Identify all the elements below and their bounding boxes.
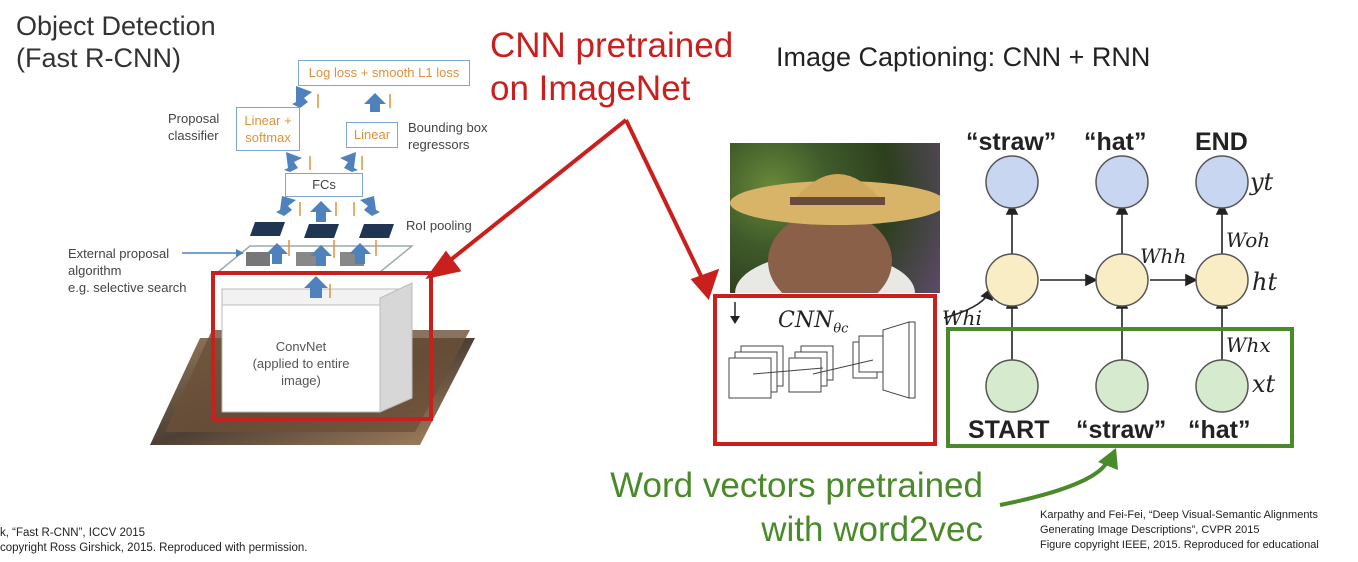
bounding-box-regressors-label: Bounding box regressors — [408, 119, 488, 153]
whx-label: Whx — [1226, 333, 1271, 357]
bbox-line2: regressors — [408, 137, 470, 152]
captioning-input-photo — [730, 143, 940, 293]
loss-label: Log loss + smooth L1 loss — [308, 65, 460, 80]
red-arrow-left — [446, 118, 628, 264]
loss-box: Log loss + smooth L1 loss — [298, 60, 470, 86]
downward-arrows — [288, 94, 391, 298]
right-footnote: Karpathy and Fei-Fei, “Deep Visual-Seman… — [1040, 508, 1319, 553]
woh-label: Woh — [1226, 228, 1271, 252]
convnet-line3: image) — [281, 373, 321, 388]
left-footnote: k, “Fast R-CNN”, ICCV 2015 copyright Ros… — [0, 526, 307, 556]
input-word-3: “hat” — [1188, 416, 1251, 444]
output-node-2 — [1095, 155, 1149, 209]
input-word-2: “straw” — [1076, 416, 1167, 444]
red-arrow-right-head — [690, 268, 720, 300]
proposal-region-1 — [246, 252, 270, 266]
linear-softmax-line1: Linear + — [244, 113, 292, 128]
right-footnote-line1: Karpathy and Fei-Fei, “Deep Visual-Seman… — [1040, 509, 1318, 521]
cnn-pretrained-caption: CNN pretrained on ImageNet — [490, 24, 733, 110]
whi-label: Whi — [942, 306, 982, 330]
right-footnote-line3: Figure copyright IEEE, 2015. Reproduced … — [1040, 539, 1319, 551]
red-line2: on ImageNet — [490, 69, 691, 108]
input-node-2 — [1095, 359, 1149, 413]
input-node-3 — [1195, 359, 1249, 413]
output-node-3 — [1195, 155, 1249, 209]
hidden-node-3 — [1195, 253, 1249, 307]
xt-label: xt — [1252, 370, 1276, 398]
roi-feature-3 — [359, 224, 394, 238]
external-line3: e.g. selective search — [68, 280, 187, 295]
cnn-red-highlight — [713, 294, 937, 446]
red-arrow-left-head — [425, 250, 462, 280]
upward-arrows — [266, 86, 386, 298]
green-arrow-head — [1098, 448, 1118, 470]
green-arrow — [999, 459, 1110, 507]
roi-feature-2 — [304, 224, 339, 238]
proposal-classifier-label: Proposal classifier — [168, 110, 219, 144]
whh-label: Whh — [1140, 244, 1187, 268]
linear-softmax-line2: softmax — [245, 130, 291, 145]
left-red-highlight — [211, 271, 433, 421]
cnn-layers-diagram — [728, 302, 916, 399]
linear-box: Linear — [346, 122, 398, 148]
input-word-1: START — [968, 416, 1050, 444]
proposal-line2: classifier — [168, 128, 219, 143]
input-node-1 — [985, 359, 1039, 413]
left-footnote-line2: copyright Ross Girshick, 2015. Reproduce… — [0, 542, 308, 554]
output-node-1 — [985, 155, 1039, 209]
word-vectors-caption: Word vectors pretrained with word2vec — [578, 464, 983, 552]
fcs-label: FCs — [312, 177, 336, 192]
right-footnote-line2: Generating Image Descriptions”, CVPR 201… — [1040, 524, 1260, 536]
output-word-3: END — [1195, 128, 1248, 156]
left-footnote-line1: k, “Fast R-CNN”, ICCV 2015 — [0, 527, 146, 539]
external-line1: External proposal — [68, 246, 170, 261]
object-detection-title-line1: Object Detection — [16, 11, 216, 41]
convnet-line1: ConvNet — [275, 339, 327, 354]
fast-rcnn-diagram — [150, 86, 475, 445]
cnn-sub: θc — [833, 321, 849, 337]
object-detection-title-line2: (Fast R-CNN) — [16, 43, 181, 73]
object-detection-title: Object Detection (Fast R-CNN) — [16, 10, 216, 74]
ht-label: ht — [1252, 268, 1278, 296]
convnet-front-face — [221, 304, 381, 413]
external-proposal-label: External proposal algorithm e.g. selecti… — [68, 245, 187, 296]
proposal-line1: Proposal — [168, 111, 220, 126]
output-word-1: “straw” — [966, 128, 1057, 156]
convnet-line2: (applied to entire — [252, 356, 350, 371]
bbox-line1: Bounding box — [408, 120, 488, 135]
linear-label: Linear — [353, 127, 391, 142]
rnn-graph — [943, 155, 1249, 413]
word-vectors-green-highlight — [946, 327, 1294, 448]
red-line1: CNN pretrained — [490, 26, 734, 65]
roi-pooling-label: RoI pooling — [406, 218, 472, 233]
photo-man-with-hat — [730, 174, 940, 293]
green-line1: Word vectors pretrained — [610, 466, 983, 505]
green-line2: with word2vec — [761, 510, 983, 549]
red-arrow-right — [624, 119, 704, 279]
output-word-2: “hat” — [1084, 128, 1147, 156]
image-captioning-title: Image Captioning: CNN + RNN — [776, 42, 1151, 72]
external-line2: algorithm — [68, 263, 122, 278]
cnn-label: CNN — [778, 308, 834, 333]
hidden-node-1 — [985, 253, 1039, 307]
roi-feature-1 — [250, 222, 285, 236]
convnet-label: ConvNet (applied to entire image) — [222, 338, 380, 389]
fcs-box: FCs — [285, 173, 363, 197]
hidden-node-2 — [1095, 253, 1149, 307]
cnn-theta-label: CNNθc — [778, 308, 848, 336]
external-proposal-pointer-head — [236, 249, 244, 257]
linear-softmax-box: Linear + softmax — [236, 107, 300, 151]
yt-label: yt — [1250, 168, 1274, 196]
